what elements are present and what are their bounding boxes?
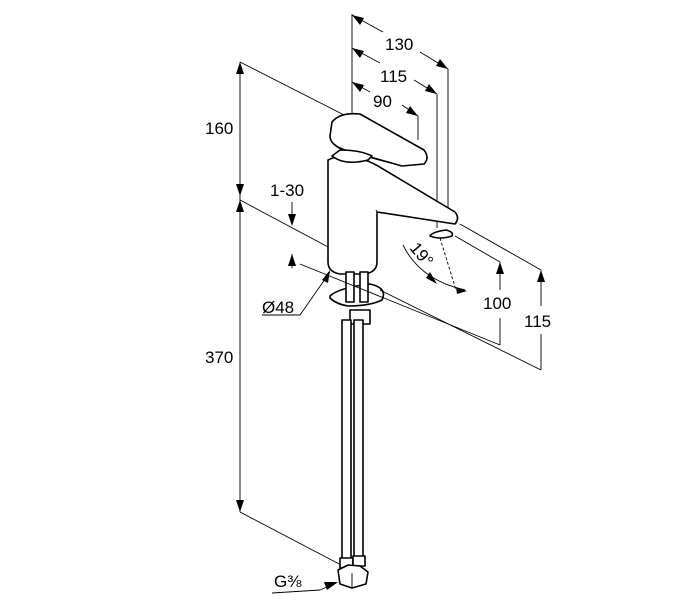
reach-90-label: 90	[373, 92, 392, 111]
hoses-and-mount	[329, 271, 385, 589]
left-height-dimension	[236, 61, 351, 567]
height-160-label: 160	[205, 119, 233, 138]
reach-115-label: 115	[380, 67, 407, 86]
spout-angle-dimension	[402, 237, 467, 294]
spout-height-dimensions	[299, 223, 545, 371]
spout-height-115-label: 115	[524, 312, 551, 331]
diameter-leader	[262, 270, 331, 316]
hose-length-label: 370	[205, 348, 233, 367]
spout-height-100-label: 100	[483, 294, 511, 313]
thread-label: G⅜	[274, 572, 302, 591]
deck-thickness-label: 1-30	[270, 181, 304, 200]
faucet-body	[327, 112, 459, 275]
angle-19-label: 19°	[406, 239, 437, 271]
reach-130-label: 130	[385, 35, 413, 54]
deck-thickness-dimension	[288, 202, 296, 268]
thread-leader	[271, 582, 338, 594]
diameter-label: Ø48	[262, 298, 294, 317]
